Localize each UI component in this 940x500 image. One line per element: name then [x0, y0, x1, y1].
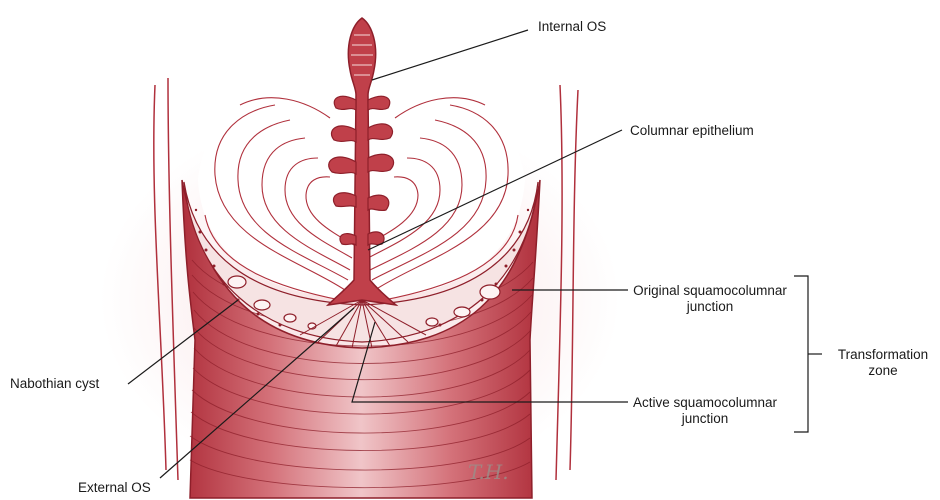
label-active-scj: Active squamocolumnar junction [630, 395, 780, 427]
label-columnar-epithelium: Columnar epithelium [630, 123, 754, 139]
label-original-scj-line2: junction [630, 299, 790, 315]
label-transformation-line1: Transformation [828, 347, 938, 363]
label-active-scj-line1: Active squamocolumnar [630, 395, 780, 411]
label-transformation-line2: zone [828, 363, 938, 379]
label-active-scj-line2: junction [630, 411, 780, 427]
label-internal-os: Internal OS [538, 19, 606, 35]
artist-signature: T.H. [468, 460, 509, 484]
transformation-bracket [794, 276, 808, 432]
label-original-scj: Original squamocolumnar junction [630, 283, 790, 315]
label-external-os: External OS [78, 480, 151, 496]
label-transformation-zone: Transformation zone [828, 347, 938, 379]
label-nabothian-cyst: Nabothian cyst [10, 376, 99, 392]
label-original-scj-line1: Original squamocolumnar [630, 283, 790, 299]
pointer-internal-os [372, 30, 528, 80]
